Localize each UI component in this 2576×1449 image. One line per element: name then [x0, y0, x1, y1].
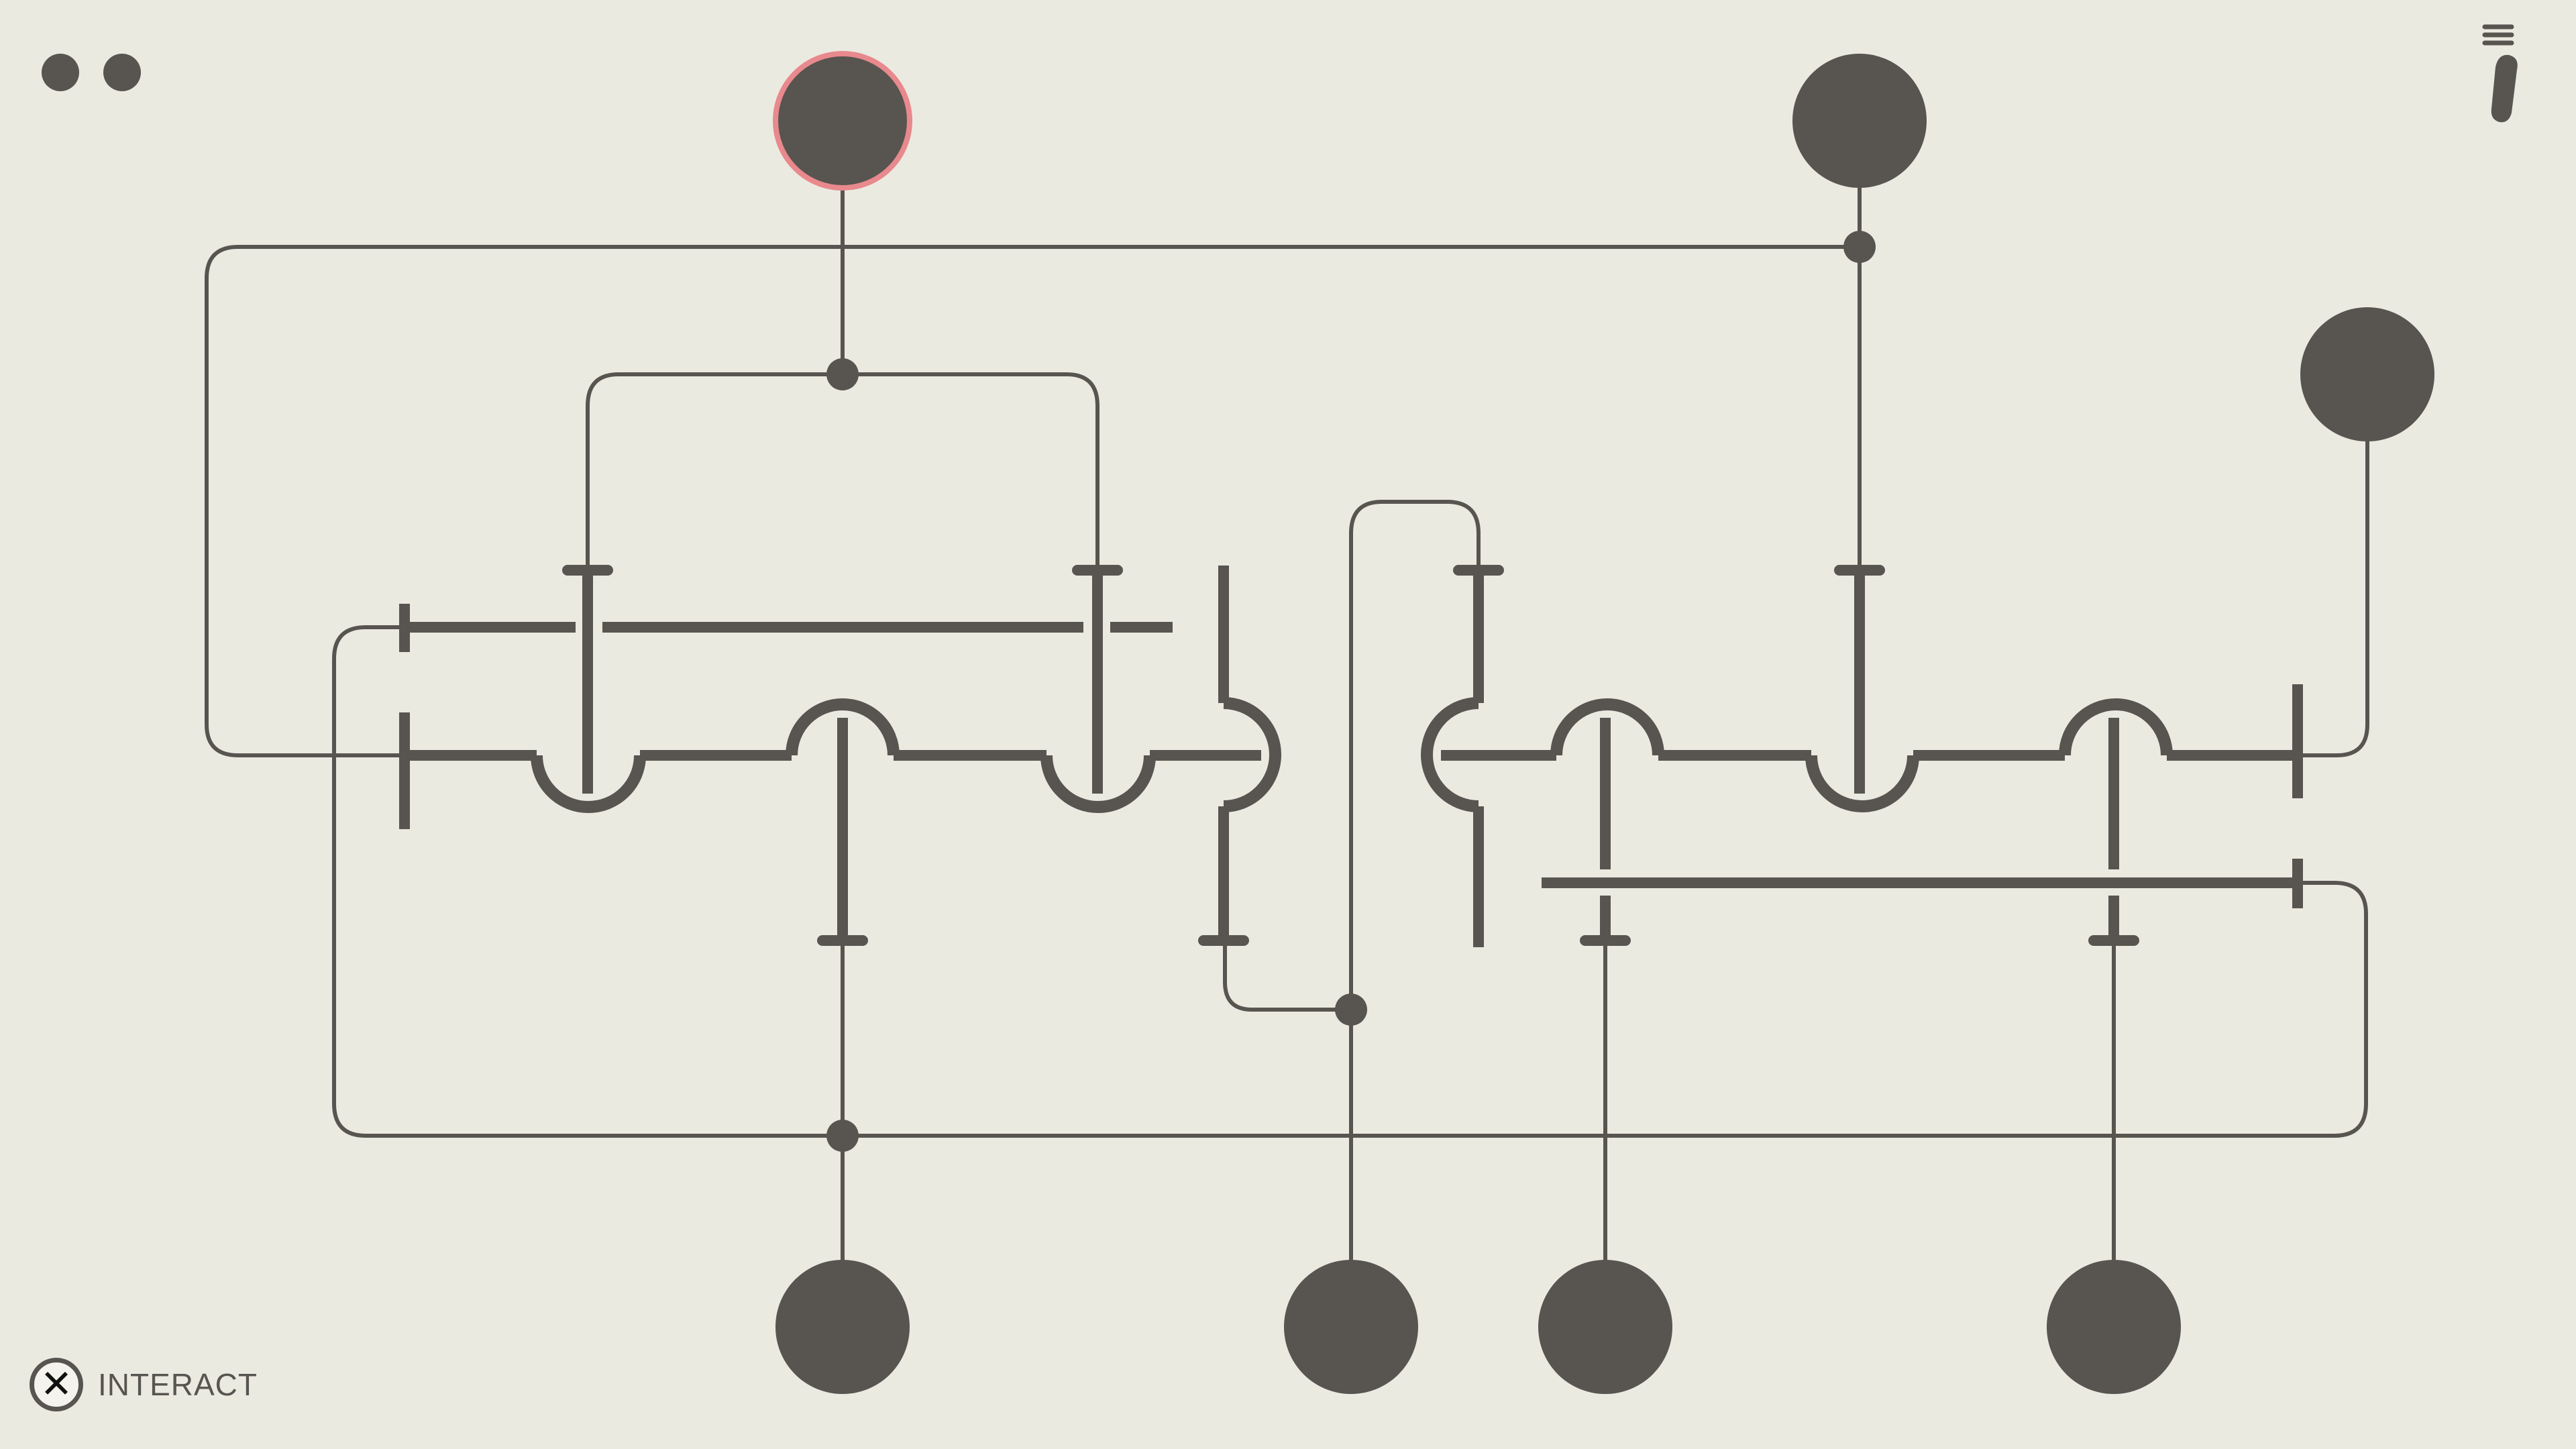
- junction-dot: [1843, 231, 1876, 263]
- bus-bump: [786, 698, 900, 756]
- output-node-4[interactable]: [2047, 1260, 2181, 1394]
- interact-prompt: ✕ INTERACT: [30, 1358, 258, 1411]
- x-button-icon[interactable]: ✕: [30, 1358, 83, 1411]
- input-node-1[interactable]: [773, 51, 912, 191]
- interact-label: INTERACT: [98, 1367, 258, 1402]
- output-node-2[interactable]: [1284, 1260, 1418, 1394]
- life-dot: [42, 54, 79, 91]
- wire: [1349, 500, 1481, 1012]
- bus-bump: [531, 755, 646, 813]
- input-node-2[interactable]: [1792, 54, 1927, 188]
- junction-dot: [1335, 994, 1367, 1026]
- output-node-1[interactable]: [775, 1260, 910, 1394]
- menu-button[interactable]: [2475, 19, 2529, 126]
- bus-bump: [1805, 755, 1919, 812]
- junction-dot: [826, 358, 859, 390]
- bus-bump: [1223, 697, 1281, 812]
- junction-dot: [826, 1120, 859, 1152]
- wire: [205, 245, 1862, 757]
- input-node-3[interactable]: [2300, 307, 2434, 441]
- output-node-3[interactable]: [1538, 1260, 1672, 1394]
- bus-bump: [1421, 697, 1479, 812]
- wire: [1223, 938, 1353, 1012]
- wire: [586, 372, 845, 572]
- pill-tool-icon: [2491, 54, 2518, 123]
- hamburger-icon: [2482, 24, 2514, 46]
- lives-indicator: [42, 54, 141, 91]
- bus-bump: [2059, 698, 2173, 756]
- life-dot: [103, 54, 141, 91]
- bus-bump: [1040, 755, 1156, 813]
- wire: [2298, 437, 2369, 757]
- bus-bump: [1550, 698, 1664, 756]
- wire: [841, 372, 1099, 572]
